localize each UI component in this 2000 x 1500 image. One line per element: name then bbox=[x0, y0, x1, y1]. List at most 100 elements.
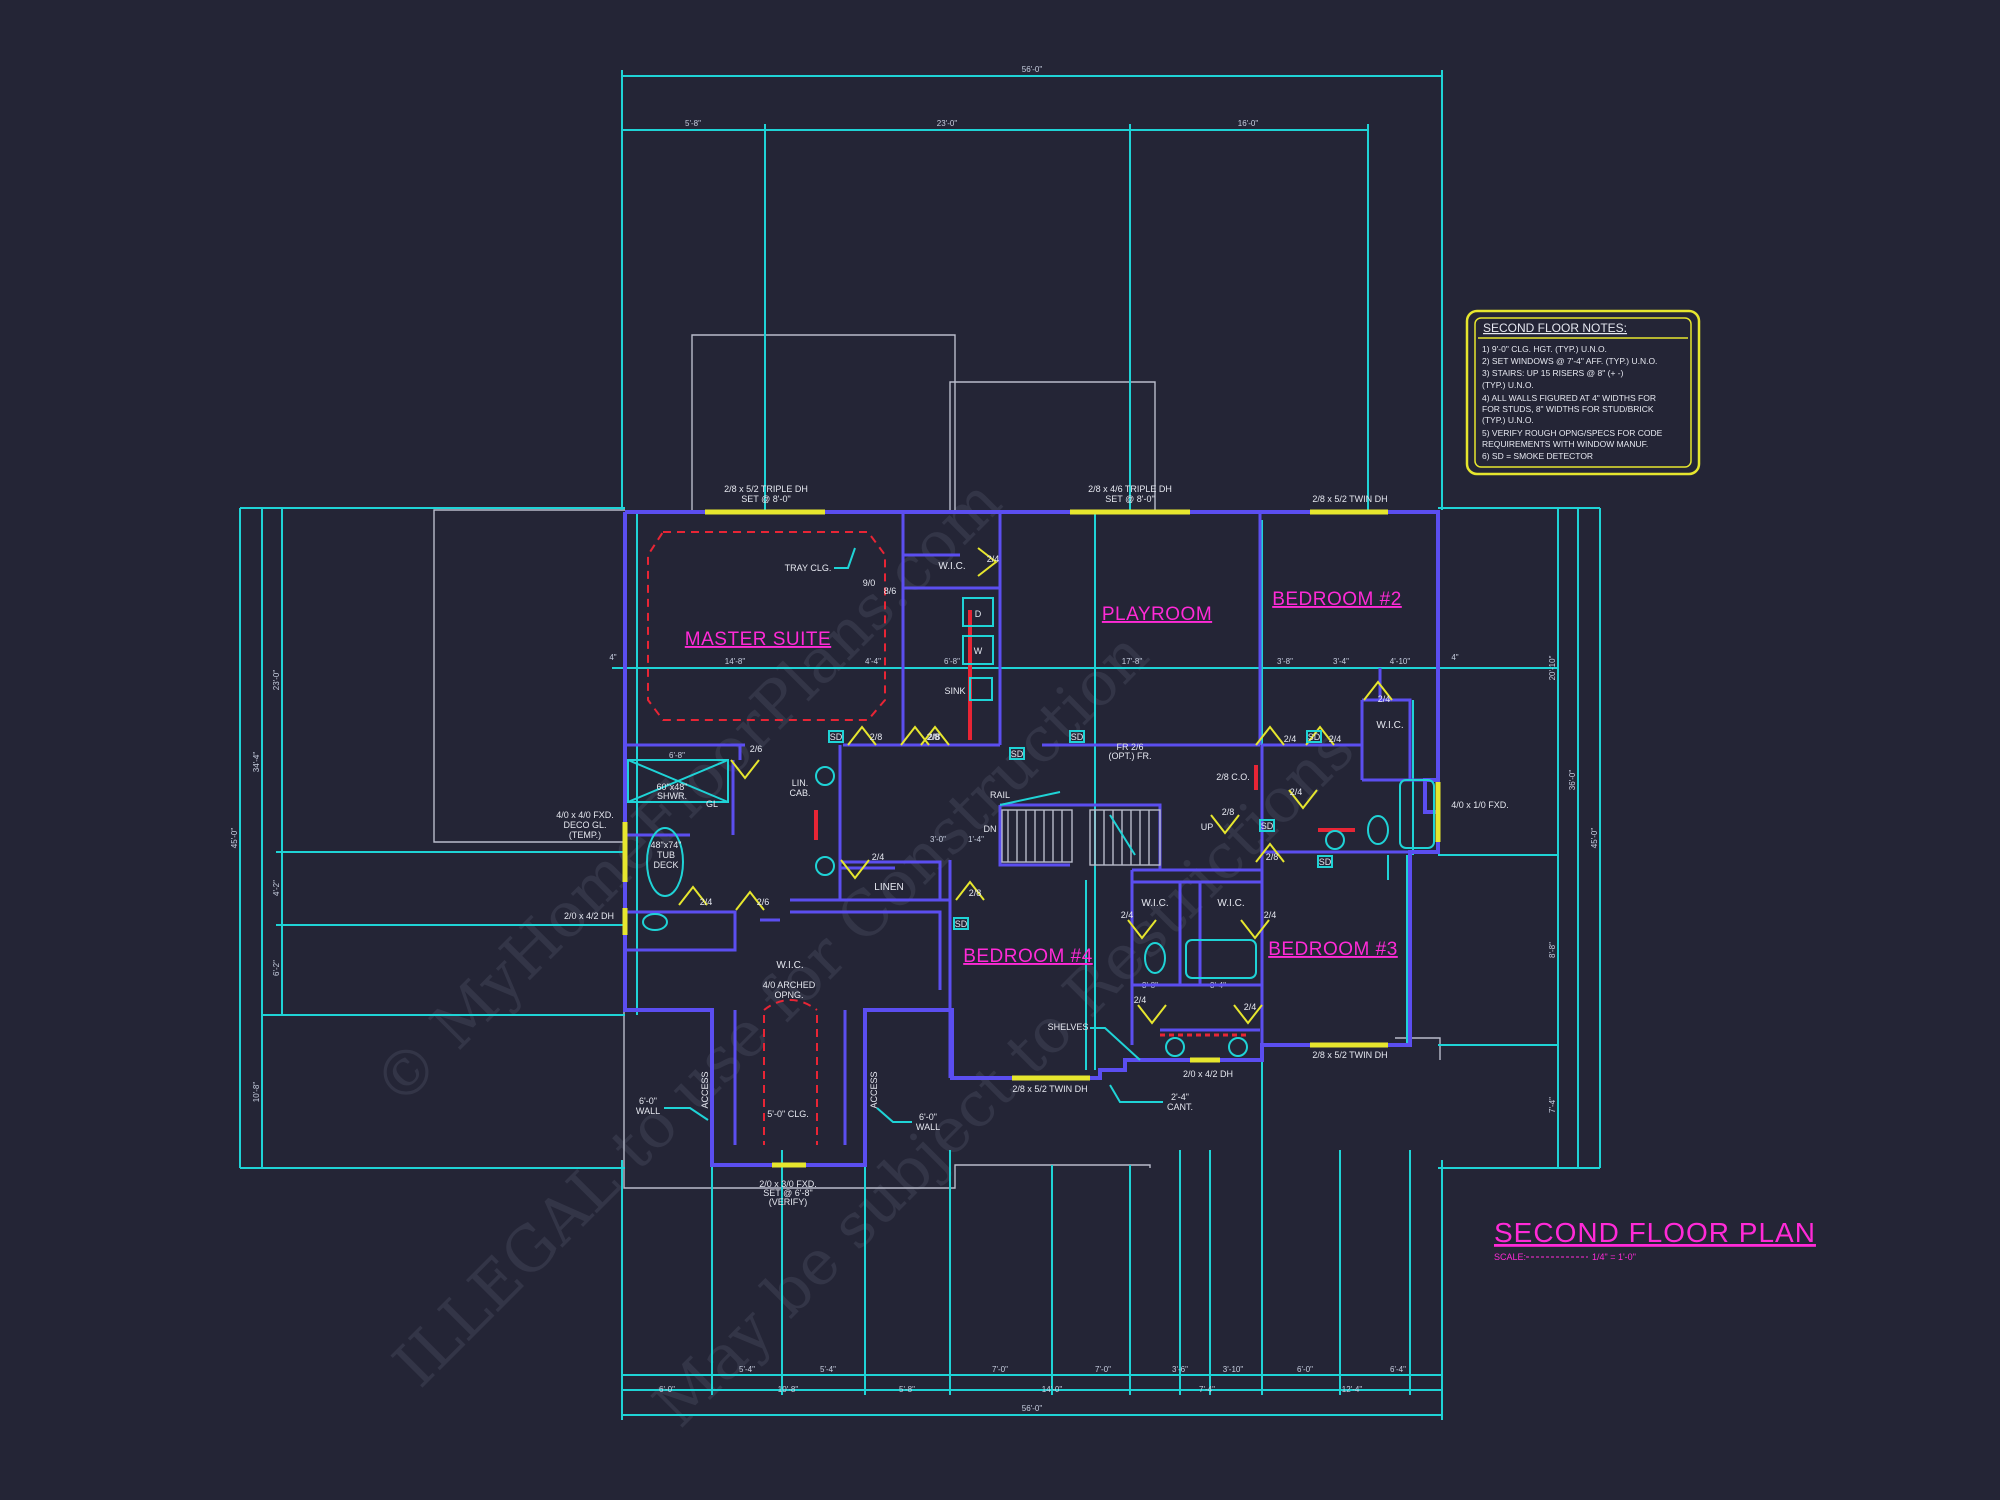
door-size-label: 2/4 bbox=[1378, 694, 1391, 704]
sink-bath2 bbox=[1325, 830, 1345, 850]
door-swing bbox=[1305, 725, 1335, 746]
sd-5: SD bbox=[1261, 821, 1274, 831]
door-size-label: 2/4 bbox=[872, 852, 885, 862]
note-10: 6) SD = SMOKE DETECTOR bbox=[1482, 451, 1593, 461]
sd-1: SD bbox=[830, 732, 843, 742]
door-swing bbox=[840, 859, 870, 880]
label-access-left: ACCESS bbox=[700, 1071, 710, 1108]
dim-mid-a: 14'-8" bbox=[725, 657, 746, 666]
room-master-suite: MASTER SUITE bbox=[685, 629, 831, 650]
label-dryer: D bbox=[975, 609, 982, 619]
door-size-label: 2/4 bbox=[1264, 910, 1277, 920]
scale-label: SCALE: bbox=[1494, 1252, 1526, 1262]
dim-mid-g: 4'-10" bbox=[1390, 657, 1411, 666]
stairs bbox=[999, 791, 1161, 866]
notes-heading: SECOND FLOOR NOTES: bbox=[1483, 321, 1627, 335]
door-swing bbox=[955, 880, 985, 901]
windows bbox=[622, 509, 1441, 1168]
door-size-label: 2/8 bbox=[1266, 852, 1279, 862]
label-linen: LINEN bbox=[874, 882, 903, 893]
label-tub: 48"x74" bbox=[651, 840, 682, 850]
shower bbox=[627, 759, 729, 803]
dim-left-total: 45'-0" bbox=[230, 828, 239, 849]
sink-left bbox=[815, 766, 835, 786]
dim-right-d: 7'-4" bbox=[1548, 1097, 1557, 1113]
label-cant: 2'-4" bbox=[1171, 1092, 1189, 1102]
dim-bottom-total: 56'-0" bbox=[1022, 1404, 1043, 1413]
dim-bottom-7: 7'-0" bbox=[1095, 1365, 1111, 1374]
toilet-bath2 bbox=[1367, 815, 1389, 845]
window-labels: 2/8 x 5/2 TRIPLE DH SET @ 8'-0" 2/8 x 4/… bbox=[556, 484, 1509, 1207]
toilet-hall bbox=[1144, 942, 1166, 974]
dim-left-d: 6'-2" bbox=[272, 960, 281, 976]
note-1: 1) 9'-0" CLG. HGT. (TYP.) U.N.O. bbox=[1482, 344, 1607, 354]
dim-mid-j: 1'-4" bbox=[968, 835, 984, 844]
dim-bottom-5: 7'-0" bbox=[992, 1365, 1008, 1374]
dim-mid-e: 3'-8" bbox=[1277, 657, 1293, 666]
door-size-label: 2/6 bbox=[750, 744, 763, 754]
label-lin-cab-2: CAB. bbox=[789, 788, 810, 798]
door-swing bbox=[1255, 842, 1285, 863]
label-shelves: SHELVES bbox=[1048, 1022, 1089, 1032]
dim-bottom-9: 7'-4" bbox=[1199, 1385, 1215, 1394]
door-size-label: 2/4 bbox=[1121, 910, 1134, 920]
dim-bottom-6: 14'-0" bbox=[1042, 1385, 1063, 1394]
label-wall-left-2: WALL bbox=[636, 1106, 660, 1116]
label-tub-2: TUB bbox=[657, 850, 675, 860]
door-size-label: 2/4 bbox=[1290, 787, 1303, 797]
note-6: FOR STUDS, 8" WIDTHS FOR STUD/BRICK bbox=[1482, 404, 1654, 414]
wlabel-bath2: 4/0 x 1/0 FXD. bbox=[1451, 800, 1509, 810]
room-bedroom-4: BEDROOM #4 bbox=[963, 946, 1093, 967]
note-3: 3) STAIRS: UP 15 RISERS @ 8" (+ -) bbox=[1482, 368, 1624, 378]
label-wic-hall-2: W.I.C. bbox=[1217, 898, 1244, 909]
dim-right-b: 20'-10" bbox=[1548, 655, 1557, 680]
label-fr-2: (OPT.) FR. bbox=[1109, 751, 1152, 761]
door-swing bbox=[1255, 725, 1285, 746]
note-8: 5) VERIFY ROUGH OPNG/SPECS FOR CODE bbox=[1482, 428, 1663, 438]
label-9-0: 9/0 bbox=[863, 578, 876, 588]
door-size-label: 2/6 bbox=[757, 897, 770, 907]
label-arched-2: OPNG. bbox=[774, 990, 803, 1000]
room-playroom: PLAYROOM bbox=[1102, 604, 1212, 625]
annotations: TRAY CLG. 9/0 8/6 W.I.C. D W SINK LIN. C… bbox=[636, 547, 1404, 1132]
note-2: 2) SET WINDOWS @ 7'-4" AFF. (TYP.) U.N.O… bbox=[1482, 356, 1657, 366]
door-size-label: 2/8 bbox=[969, 888, 982, 898]
dim-mid-c: 6'-8" bbox=[944, 657, 960, 666]
wlabel-master-bath: 2/0 x 4/2 DH bbox=[564, 911, 614, 921]
wlabel-bedroom4: 2/8 x 5/2 TWIN DH bbox=[1012, 1084, 1087, 1094]
washer bbox=[962, 635, 994, 665]
plan-title-block: SECOND FLOOR PLAN SCALE: 1/4" = 1'-0" bbox=[1494, 1217, 1816, 1262]
label-fr: FR 2/6 bbox=[1116, 742, 1143, 752]
door-size-label: 2/4 bbox=[1134, 995, 1147, 1005]
note-5: 4) ALL WALLS FIGURED AT 4" WIDTHS FOR bbox=[1482, 393, 1656, 403]
dim-mid-b: 4'-4" bbox=[865, 657, 881, 666]
label-wall-right-2: WALL bbox=[916, 1122, 940, 1132]
wlabel-bedroom3: 2/8 x 5/2 TWIN DH bbox=[1312, 1050, 1387, 1060]
wlabel-master-set: SET @ 8'-0" bbox=[741, 494, 790, 504]
label-sink: SINK bbox=[944, 686, 965, 696]
sd-3: SD bbox=[1071, 732, 1084, 742]
dim-left-a: 34'-4" bbox=[252, 752, 261, 773]
dim-top-c: 16'-0" bbox=[1238, 119, 1259, 128]
label-arched: 4/0 ARCHED bbox=[763, 980, 816, 990]
dim-4in-left: 4" bbox=[609, 653, 616, 662]
label-co: 2/8 C.O. bbox=[1216, 772, 1250, 782]
dim-top-a: 5'-8" bbox=[685, 119, 701, 128]
door-swing bbox=[1240, 919, 1270, 940]
sd-6: SD bbox=[1319, 857, 1332, 867]
sink-right bbox=[815, 856, 835, 876]
sink-hall-1 bbox=[1165, 1037, 1185, 1057]
laundry-sink bbox=[969, 677, 993, 701]
door-swing bbox=[735, 890, 765, 911]
label-5ft-ceiling: 5'-0" CLG. bbox=[767, 1109, 808, 1119]
stair-treads bbox=[1007, 810, 1150, 865]
label-dn: DN bbox=[984, 824, 997, 834]
door-size-label: 2/4 bbox=[700, 897, 713, 907]
plan-title: SECOND FLOOR PLAN bbox=[1494, 1217, 1816, 1248]
door-size-label: 2/4 bbox=[1329, 734, 1342, 744]
label-tub-3: DECK bbox=[653, 860, 678, 870]
door-swing bbox=[1363, 680, 1393, 701]
wlabel-playroom-set: SET @ 8'-0" bbox=[1105, 494, 1154, 504]
